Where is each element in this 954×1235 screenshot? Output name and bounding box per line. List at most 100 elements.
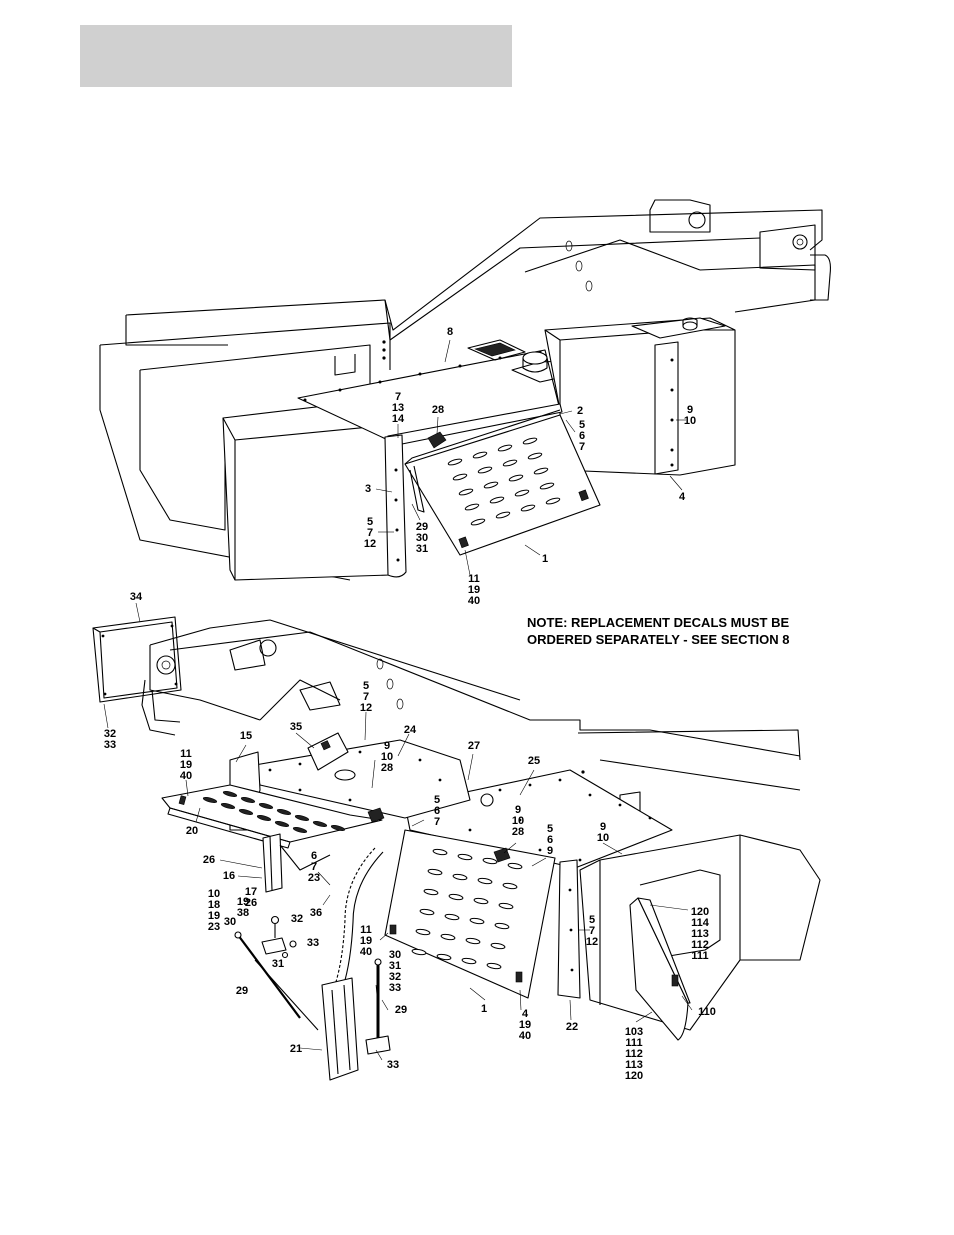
callout-line: 24	[404, 724, 417, 736]
callout-line: 19	[468, 584, 480, 596]
callout-line: 2	[577, 405, 583, 417]
callout-bottom-32: 33	[387, 1059, 399, 1071]
callout-line: 30	[224, 916, 236, 928]
bottom-plate-34	[92, 616, 182, 703]
callout-line: 33	[387, 1059, 399, 1071]
bottom-plate-35	[307, 732, 349, 771]
callout-line: 6	[434, 805, 440, 817]
callout-top-7: 3	[365, 483, 371, 495]
bottom-channel-21	[321, 977, 359, 1081]
callout-line: 32	[291, 913, 303, 925]
callout-line: 35	[290, 721, 302, 733]
bottom-assembly	[92, 602, 821, 1081]
callout-line: 7	[363, 691, 369, 703]
callout-bottom-31: 21	[290, 1043, 302, 1055]
bottom-hardware	[270, 915, 297, 959]
callout-line: 40	[180, 770, 192, 782]
callout-line: 20	[186, 825, 198, 837]
callout-line: 23	[308, 872, 320, 884]
callout-bottom-6: 15	[240, 730, 252, 742]
callout-bottom-23: 30	[224, 916, 236, 928]
callout-line: 7	[395, 391, 401, 403]
top-assembly	[99, 199, 831, 581]
callout-top-10: 1	[542, 553, 548, 565]
callout-line: 19	[180, 759, 192, 771]
top-door-slots	[447, 437, 561, 526]
callout-line: 11	[180, 748, 192, 760]
callout-line: 1	[542, 553, 548, 565]
callout-line: 33	[389, 982, 401, 994]
callout-line: 29	[416, 521, 428, 533]
callout-line: 11	[468, 573, 480, 585]
callout-bottom-22: 36	[310, 907, 322, 919]
callout-line: 5	[579, 419, 585, 431]
callout-line: 40	[360, 946, 372, 958]
callout-line: 10	[381, 751, 393, 763]
callout-line: 11	[360, 924, 372, 936]
callout-line: 19	[519, 1019, 531, 1031]
callout-line: 7	[589, 925, 595, 937]
callout-line: 120	[625, 1070, 643, 1082]
callout-bottom-9: 27	[468, 740, 480, 752]
callout-line: 5	[363, 680, 369, 692]
callout-line: 31	[389, 960, 401, 972]
callout-line: 13	[392, 402, 404, 414]
callout-line: 10	[597, 832, 609, 844]
callout-bottom-24: 32	[291, 913, 303, 925]
top-right-tank	[544, 317, 736, 476]
callout-bottom-17: 16	[223, 870, 235, 882]
callout-bottom-38: 110	[698, 1006, 716, 1018]
callout-line: 10	[684, 415, 696, 427]
callout-line: 36	[310, 907, 322, 919]
callout-line: 19	[208, 910, 220, 922]
section-header-bar	[80, 25, 512, 87]
callout-line: 12	[364, 538, 376, 550]
callout-line: 28	[381, 762, 393, 774]
callout-line: 7	[311, 861, 317, 873]
callout-line: 29	[236, 985, 248, 997]
callout-line: 7	[434, 816, 440, 828]
callout-line: 112	[691, 939, 709, 951]
bottom-grate-20	[161, 784, 383, 849]
callout-top-1: 8	[447, 326, 453, 338]
bottom-left-plate	[254, 739, 471, 819]
callout-line: 12	[360, 702, 372, 714]
bottom-side-plate-22	[557, 859, 581, 999]
callout-line: 16	[223, 870, 235, 882]
callout-line: 27	[468, 740, 480, 752]
callout-line: 120	[691, 906, 709, 918]
bottom-latch-left	[367, 807, 385, 823]
callout-line: 6	[547, 834, 553, 846]
callout-top-2: 28	[432, 404, 444, 416]
top-leaders	[375, 339, 686, 576]
callout-top-11: 4	[679, 491, 686, 503]
callout-line: 32	[104, 728, 116, 740]
callout-line: 40	[468, 595, 480, 607]
callout-line: 30	[416, 532, 428, 544]
callout-line: 1	[481, 1003, 487, 1015]
callout-line: 9	[687, 404, 693, 416]
callout-line: 29	[395, 1004, 407, 1016]
callout-line: 9	[384, 740, 390, 752]
callout-line: 9	[515, 804, 521, 816]
callout-line: 12	[586, 936, 598, 948]
callout-line: 113	[691, 928, 709, 940]
callout-top-3: 2	[577, 405, 583, 417]
callout-line: 28	[512, 826, 524, 838]
